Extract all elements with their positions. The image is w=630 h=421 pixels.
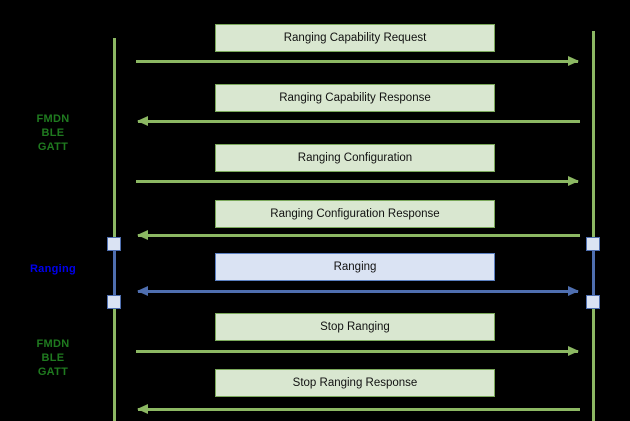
- activation-node-left-end: [107, 295, 121, 309]
- phase-label-ranging: Ranging: [29, 263, 77, 275]
- message-arrow-stop-ranging-response: [137, 404, 580, 414]
- activation-node-right-start: [586, 237, 600, 251]
- activation-line-right: [592, 243, 595, 301]
- message-box-ranging: Ranging: [215, 253, 495, 281]
- message-box-stop-ranging: Stop Ranging: [215, 313, 495, 341]
- lifeline-left-upper: [113, 38, 116, 248]
- phase-label-gatt-bottom: FMDN BLE GATT: [36, 338, 70, 378]
- message-box-ranging-configuration-response: Ranging Configuration Response: [215, 200, 495, 228]
- activation-node-left-start: [107, 237, 121, 251]
- lifeline-left-lower: [113, 300, 116, 421]
- arrowhead-left-icon: [137, 404, 148, 414]
- message-arrow-ranging-bidirectional: [137, 286, 579, 296]
- lifeline-right-upper: [592, 31, 595, 243]
- arrowhead-right-icon: [568, 176, 579, 186]
- activation-node-right-end: [586, 295, 600, 309]
- lifeline-right-lower: [592, 303, 595, 421]
- message-box-stop-ranging-response: Stop Ranging Response: [215, 369, 495, 397]
- message-box-ranging-capability-response: Ranging Capability Response: [215, 84, 495, 112]
- message-arrow-ranging-configuration-response: [137, 230, 580, 240]
- message-box-ranging-capability-request: Ranging Capability Request: [215, 24, 495, 52]
- message-arrow-ranging-capability-request: [136, 56, 579, 66]
- phase-label-gatt-top: FMDN BLE GATT: [36, 113, 70, 153]
- arrowhead-right-icon: [568, 56, 579, 66]
- arrowhead-left-icon: [137, 116, 148, 126]
- message-arrow-ranging-capability-response: [137, 116, 580, 126]
- message-box-ranging-configuration: Ranging Configuration: [215, 144, 495, 172]
- arrowhead-right-icon: [568, 346, 579, 356]
- arrowhead-right-icon: [568, 286, 579, 296]
- arrowhead-left-icon: [137, 286, 148, 296]
- message-arrow-ranging-configuration: [136, 176, 579, 186]
- arrowhead-left-icon: [137, 230, 148, 240]
- activation-line-left: [113, 243, 116, 301]
- message-arrow-stop-ranging: [136, 346, 579, 356]
